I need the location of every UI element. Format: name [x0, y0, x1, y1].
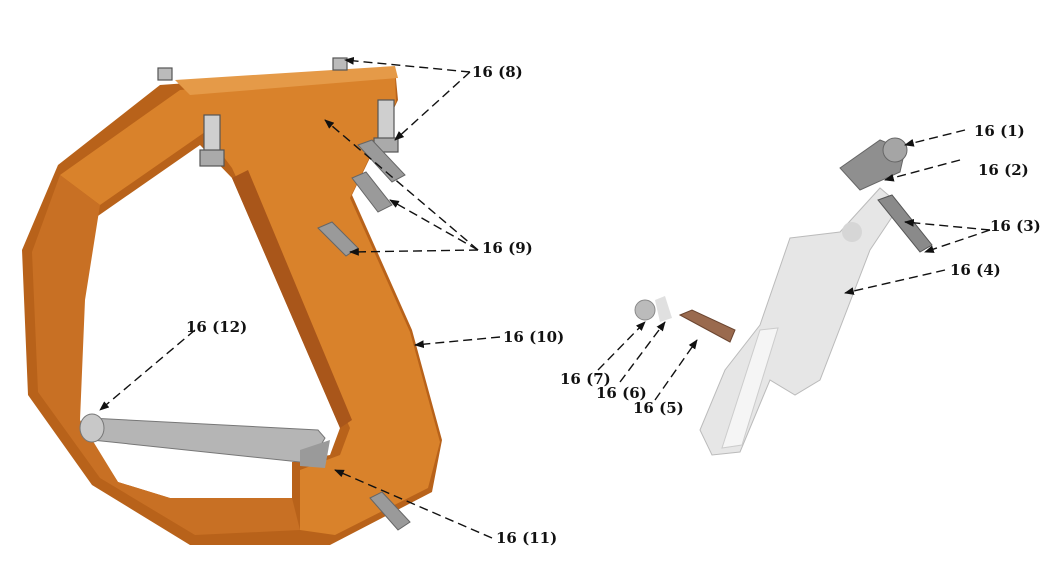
- leader-lines: [99, 56, 991, 539]
- label-16-12: 16 (12): [186, 318, 247, 336]
- trigger-assembly: [634, 137, 933, 456]
- label-16-8: 16 (8): [472, 63, 523, 81]
- label-16-2: 16 (2): [978, 161, 1029, 179]
- grip-bar: [79, 413, 330, 468]
- pins-9: [317, 139, 411, 531]
- label-16-4: 16 (4): [950, 261, 1001, 279]
- label-16-5: 16 (5): [633, 399, 684, 417]
- handle-frame: [22, 66, 442, 545]
- label-16-11: 16 (11): [496, 529, 557, 547]
- part-labels: 16 (8) 16 (9) 16 (10) 16 (11) 16 (12) 16…: [186, 63, 1041, 547]
- label-16-7: 16 (7): [560, 370, 611, 388]
- label-16-10: 16 (10): [503, 328, 564, 346]
- label-16-9: 16 (9): [482, 239, 533, 257]
- label-16-1: 16 (1): [974, 122, 1025, 140]
- label-16-6: 16 (6): [596, 384, 647, 402]
- label-16-3: 16 (3): [990, 217, 1041, 235]
